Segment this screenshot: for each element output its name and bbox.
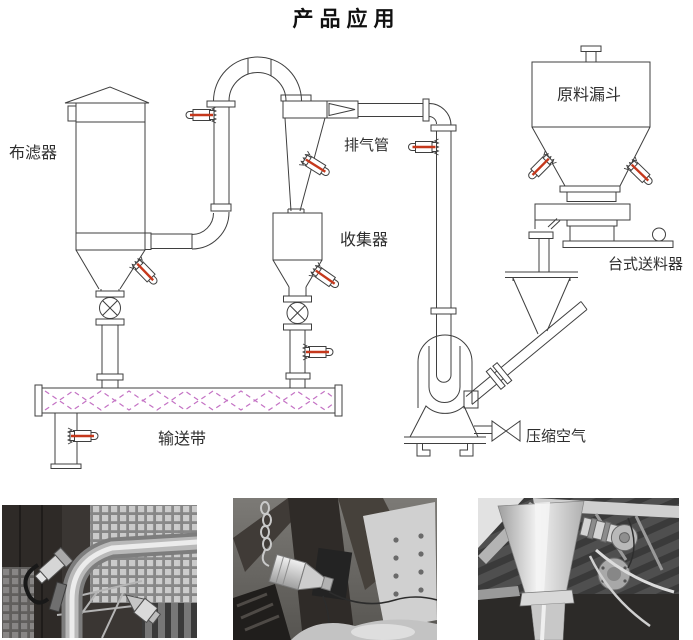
pneumatic-hammer-icon	[66, 426, 100, 446]
pneumatic-hammer-icon	[297, 149, 335, 182]
rotary-valve	[95, 290, 125, 326]
installation-photo-pipe-bend	[2, 505, 197, 638]
label-collector: 收集器	[340, 230, 388, 249]
collector-drop-pipe	[289, 330, 306, 373]
filter-outlet-duct	[144, 100, 236, 250]
exhaust-arch-pipe	[213, 56, 312, 102]
label-compressed-air: 压缩空气	[526, 427, 586, 445]
vibrator-on-bend	[34, 546, 74, 585]
label-raw-material-hopper: 原料漏斗	[557, 85, 621, 104]
table-feeder	[534, 185, 674, 248]
pneumatic-hammer-icon	[128, 254, 163, 290]
ejector-pump	[404, 334, 486, 457]
vibrator-closeup	[268, 553, 334, 592]
raw-material-hopper	[531, 45, 651, 187]
installation-photo-hopper-cone	[478, 498, 679, 640]
feed-funnel	[505, 218, 578, 335]
rotary-valve	[283, 295, 312, 331]
exhaust-duct	[326, 98, 457, 383]
pneumatic-hammer-icon	[522, 149, 558, 185]
label-conveyor-belt: 输送带	[158, 429, 206, 448]
pneumatic-hammer-icon	[622, 155, 658, 191]
application-schematic: 布滤器 排气管 收集器 原料漏斗 台式送料器 输送带 压缩空气	[9, 45, 683, 469]
pneumatic-hammer-icon	[184, 105, 218, 125]
pneumatic-hammer-icon	[307, 261, 344, 294]
filter-drop-pipe	[101, 325, 119, 374]
compressed-air-valve	[474, 420, 521, 442]
feed-pipe	[465, 301, 588, 405]
cyclone	[282, 100, 328, 212]
bag-filter	[64, 86, 150, 291]
vibrator-on-cone	[579, 516, 638, 552]
pneumatic-hammer-icon	[407, 137, 440, 157]
vibrator-lower	[125, 594, 162, 625]
label-table-feeder: 台式送料器	[608, 255, 683, 273]
page-title: 产品应用	[292, 7, 401, 31]
pneumatic-hammer-icon	[301, 342, 335, 362]
label-exhaust-pipe: 排气管	[344, 136, 389, 154]
conveyor-belt	[34, 384, 343, 417]
installation-photo-structure	[233, 498, 437, 640]
label-bag-filter: 布滤器	[9, 143, 57, 162]
collector	[272, 208, 323, 296]
